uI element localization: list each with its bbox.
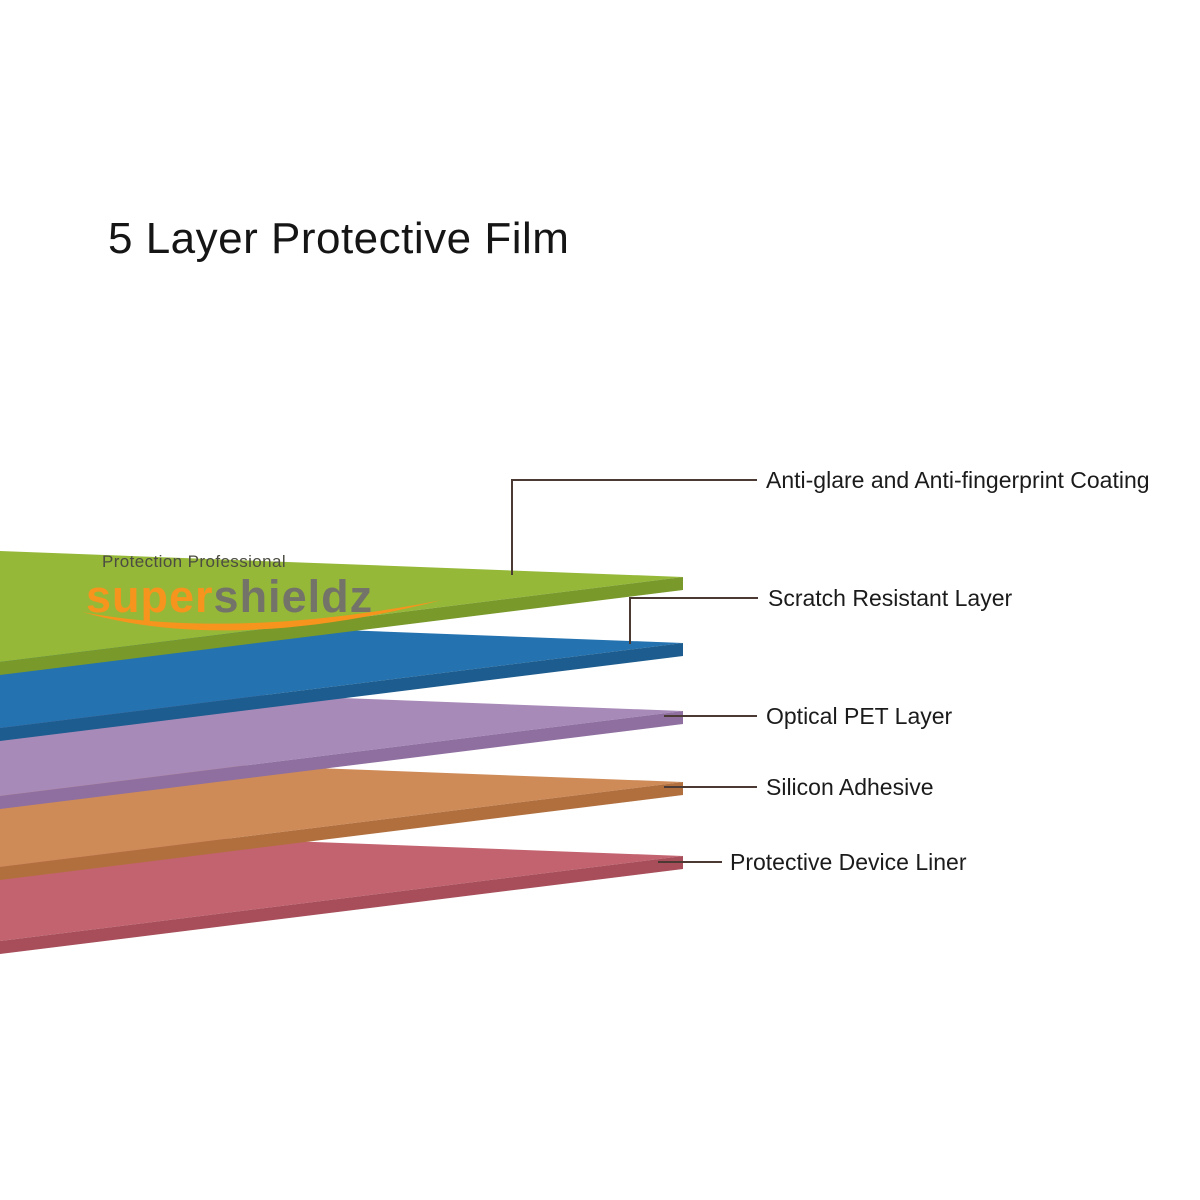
layer-device-liner-front-edge — [0, 856, 683, 955]
layer-silicon-adhesive-front-edge — [0, 782, 683, 881]
leader-line-anti-glare — [511, 479, 757, 575]
page-title: 5 Layer Protective Film — [108, 214, 570, 263]
brand-wordmark: supershieldz — [86, 573, 373, 620]
brand-wordmark-super: super — [86, 571, 214, 622]
brand-logo: Protection Professional supershieldz — [86, 552, 373, 620]
brand-wordmark-shieldz: shieldz — [213, 571, 374, 622]
layer-scratch-resistant-front-edge — [0, 643, 683, 742]
layer-label-anti-glare: Anti-glare and Anti-fingerprint Coating — [766, 467, 1150, 493]
layer-label-optical-pet: Optical PET Layer — [766, 703, 953, 729]
layer-label-scratch-resistant: Scratch Resistant Layer — [768, 585, 1013, 611]
brand-swoosh-icon — [82, 600, 442, 631]
layer-anti-glare-front-edge — [0, 577, 683, 676]
layer-anti-glare-top-face — [0, 551, 683, 663]
brand-tagline: Protection Professional — [102, 552, 287, 571]
leader-line-scratch-resistant — [629, 597, 758, 644]
layer-optical-pet-front-edge — [0, 711, 683, 810]
layer-label-device-liner: Protective Device Liner — [730, 849, 967, 875]
layer-label-silicon-adhesive: Silicon Adhesive — [766, 774, 934, 800]
